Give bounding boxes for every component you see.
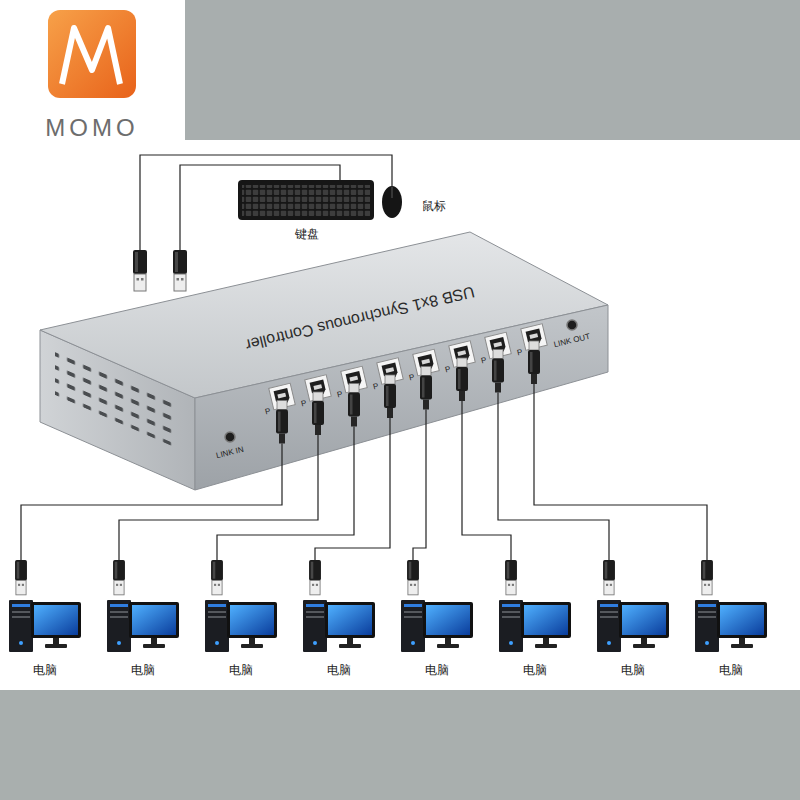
computers: [9, 560, 767, 652]
node-label: 电脑: [327, 662, 351, 678]
usb-cable: [21, 495, 282, 560]
cable-stub: [389, 418, 390, 495]
usb-b-plug: [420, 367, 432, 410]
usb-cable: [140, 155, 392, 250]
usb-b-plugs: [276, 341, 540, 444]
computer-icon: [107, 560, 179, 652]
usb-b-plug: [312, 392, 324, 435]
link-in-jack: [225, 432, 235, 442]
usb-cable: [180, 165, 340, 250]
usb-b-plug: [492, 350, 504, 393]
port-label: LINK OUT: [553, 332, 591, 350]
computer-node: 电脑: [593, 560, 673, 678]
cable-stub: [353, 427, 354, 496]
usb-b-plug: [528, 341, 540, 384]
top-band: [185, 0, 800, 140]
computer-icon: [597, 560, 669, 652]
usb-cable: [462, 495, 511, 560]
logo-mark: [62, 28, 120, 84]
computer-node: 电脑: [691, 560, 771, 678]
computer-icon: [499, 560, 571, 652]
controller-housing: [40, 232, 608, 490]
node-label: 鼠标: [422, 198, 446, 214]
keyboard-body: [238, 180, 374, 220]
usb-b-plug: [348, 384, 360, 427]
usb-cable: [217, 495, 354, 560]
usb-cable: [315, 495, 390, 560]
keyboard-illustration: [238, 180, 374, 220]
brand-logo: [48, 10, 136, 98]
computer-node: 电脑: [495, 560, 575, 678]
keyboard-node: 键盘: [236, 180, 378, 242]
usb-cable: [119, 495, 318, 560]
usb-b-plug: [456, 358, 468, 401]
computer-node: 电脑: [397, 560, 477, 678]
node-label: 电脑: [131, 662, 155, 678]
node-label: 电脑: [33, 662, 57, 678]
computer-node: 电脑: [103, 560, 183, 678]
port-mark: P: [300, 398, 308, 409]
usb-cable: [498, 495, 609, 560]
port-label: LINK IN: [215, 445, 245, 461]
cable-stubs: [282, 384, 534, 495]
usb-b-plug: [384, 375, 396, 418]
usb-a-plug: [133, 250, 147, 291]
controller-box: USB 8x1 Synchronous Controller: [40, 250, 612, 495]
usb-cable: [534, 495, 707, 560]
computer-node: 电脑: [299, 560, 379, 678]
port-mark: P: [336, 390, 344, 401]
device-title: USB 8x1 Synchronous Controller: [243, 281, 476, 354]
cable-stub: [281, 444, 282, 496]
node-label: 电脑: [523, 662, 547, 678]
cable-stub: [461, 401, 462, 495]
port-mark: P: [264, 407, 272, 418]
port-mark: P: [516, 348, 524, 359]
port-mark: P: [408, 373, 416, 384]
keyboard-keys: [242, 185, 370, 216]
usb-a-plug: [173, 250, 187, 291]
usb-b-plug: [276, 401, 288, 444]
computer-icon: [9, 560, 81, 652]
cable-stub: [425, 410, 426, 496]
node-label: 电脑: [229, 662, 253, 678]
computer-node: 电脑: [201, 560, 281, 678]
mouse-node: 鼠标: [380, 186, 450, 226]
logo-square: [48, 10, 136, 98]
mouse-illustration: [382, 186, 402, 218]
mouse-split: [392, 187, 393, 198]
node-label: 电脑: [621, 662, 645, 678]
cable-stub: [533, 384, 534, 495]
computer-node: 电脑: [5, 560, 85, 678]
computer-icon: [401, 560, 473, 652]
link-out-jack: [567, 320, 577, 330]
port-mark: P: [372, 381, 380, 392]
usb-cable: [413, 495, 426, 560]
computer-icon: [205, 560, 277, 652]
port-mark: P: [444, 365, 452, 376]
node-label: 电脑: [719, 662, 743, 678]
node-label: 键盘: [295, 226, 319, 242]
brand-name: MOMO: [45, 113, 138, 142]
bottom-band: [0, 690, 800, 800]
node-label: 电脑: [425, 662, 449, 678]
computer-icon: [303, 560, 375, 652]
cable-stub: [497, 393, 498, 496]
cable-stub: [317, 435, 318, 495]
computer-icon: [695, 560, 767, 652]
port-mark: P: [480, 356, 488, 367]
mouse-body: [382, 186, 402, 218]
